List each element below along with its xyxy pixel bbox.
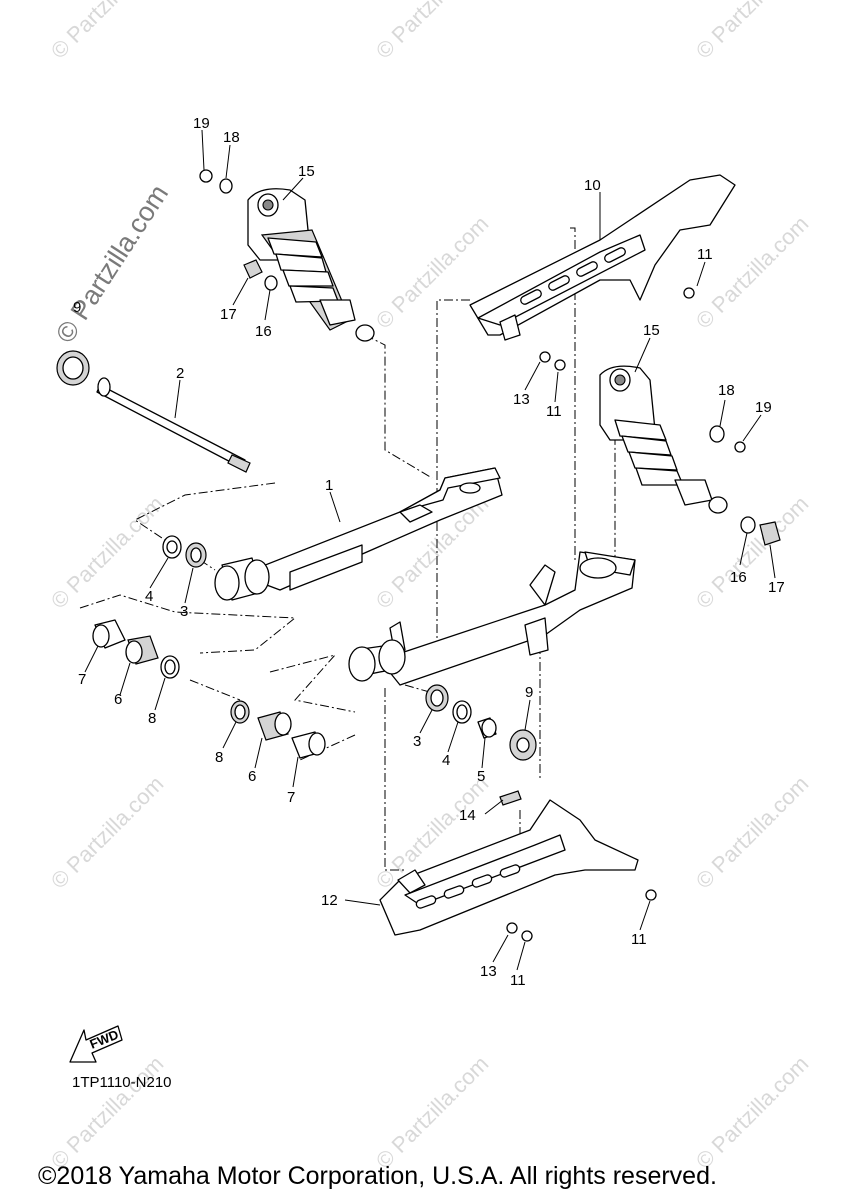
callout-4: 4 xyxy=(442,752,450,769)
diagram-code: 1TP1110-N210 xyxy=(72,1074,172,1091)
watermark: © Partzilla.com xyxy=(371,1051,494,1174)
chain-cover-lower xyxy=(379,799,639,936)
watermark: © Partzilla.com xyxy=(371,211,494,334)
watermark-large: © Partzilla.com xyxy=(50,179,174,348)
callout-10: 10 xyxy=(584,177,601,194)
rear-shock-left xyxy=(247,188,375,342)
callout-11: 11 xyxy=(697,246,713,263)
callout-13: 13 xyxy=(480,963,497,980)
callout-2: 2 xyxy=(176,365,184,382)
callout-17: 17 xyxy=(768,579,785,596)
callout-16: 16 xyxy=(730,569,747,586)
callout-18: 18 xyxy=(223,129,240,146)
callout-11: 11 xyxy=(631,931,647,948)
watermark: © Partzilla.com xyxy=(691,0,814,64)
leader-lines xyxy=(84,129,776,971)
callout-19: 19 xyxy=(755,399,772,416)
watermark: © Partzilla.com xyxy=(371,0,494,64)
callout-9: 9 xyxy=(73,299,81,316)
callout-11: 11 xyxy=(510,972,526,989)
callout-7: 7 xyxy=(287,789,295,806)
callout-labels: 19 18 15 10 11 17 16 9 2 13 11 15 18 19 … xyxy=(73,115,785,989)
swingarm xyxy=(214,467,636,686)
fwd-arrow-icon: FWD xyxy=(69,1025,123,1063)
callout-18: 18 xyxy=(718,382,735,399)
callout-8: 8 xyxy=(215,749,223,766)
watermark: © Partzilla.com xyxy=(691,491,814,614)
callout-11: 11 xyxy=(546,403,562,420)
callout-7: 7 xyxy=(78,671,86,688)
fasteners xyxy=(199,169,781,942)
callout-15: 15 xyxy=(643,322,660,339)
callout-6: 6 xyxy=(114,691,122,708)
callout-1: 1 xyxy=(325,477,333,494)
label-plate xyxy=(499,790,522,806)
callout-14: 14 xyxy=(459,807,476,824)
watermark: © Partzilla.com xyxy=(46,1051,169,1174)
callout-5: 5 xyxy=(477,768,485,785)
callout-3: 3 xyxy=(180,603,188,620)
callout-15: 15 xyxy=(298,163,315,180)
callout-6: 6 xyxy=(248,768,256,785)
callout-3: 3 xyxy=(413,733,421,750)
callout-4: 4 xyxy=(145,588,153,605)
callout-16: 16 xyxy=(255,323,272,340)
callout-19: 19 xyxy=(193,115,210,132)
pivot-nut-upper xyxy=(56,350,90,386)
watermark-layer: © Partzilla.com © Partzilla.com © Partzi… xyxy=(46,0,814,1174)
chain-cover-upper xyxy=(469,174,736,341)
watermark: © Partzilla.com xyxy=(691,1051,814,1174)
watermark: © Partzilla.com xyxy=(46,0,169,64)
callout-9: 9 xyxy=(525,684,533,701)
small-parts xyxy=(92,535,537,761)
callout-17: 17 xyxy=(220,306,237,323)
watermark: © Partzilla.com xyxy=(691,211,814,334)
watermark: © Partzilla.com xyxy=(691,771,814,894)
copyright-notice: ©2018 Yamaha Motor Corporation, U.S.A. A… xyxy=(38,1162,717,1190)
callout-8: 8 xyxy=(148,710,156,727)
callout-13: 13 xyxy=(513,391,530,408)
pivot-shaft xyxy=(96,377,251,473)
rear-shock-right xyxy=(599,365,728,514)
watermark: © Partzilla.com xyxy=(46,771,169,894)
callout-12: 12 xyxy=(321,892,338,909)
